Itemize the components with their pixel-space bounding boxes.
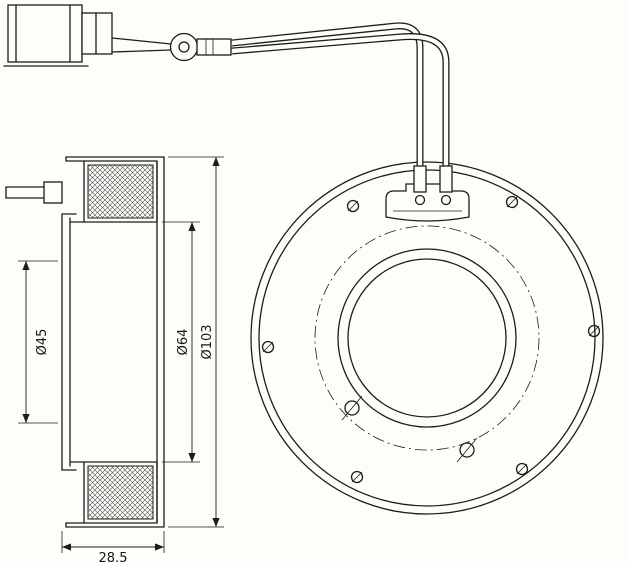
- inner-rim-circle: [258, 169, 596, 507]
- coil-winding-hatch-top: [87, 164, 154, 219]
- screw: [459, 442, 475, 458]
- connector-plug: [3, 4, 172, 67]
- lead-wires: [231, 22, 453, 206]
- wire-crimp-terminal: [439, 165, 453, 193]
- coil-winding-section-bottom: [83, 461, 158, 524]
- wire-crimp-terminal: [413, 165, 427, 193]
- ring-terminal-eyelet: [169, 32, 199, 62]
- rivets: [261, 195, 601, 484]
- rivet: [505, 195, 519, 209]
- hub-bore-circle: [347, 258, 507, 418]
- outer-rim-circle: [250, 161, 604, 515]
- rivet: [350, 470, 364, 484]
- side-section-view: [5, 156, 165, 528]
- screws: [341, 395, 478, 463]
- coil-winding-hatch-bottom: [87, 465, 154, 520]
- dim-label-middle-diameter: Ø64: [176, 329, 191, 356]
- terminal-bracket: [385, 183, 470, 222]
- terminal-eyelet: [440, 194, 452, 206]
- hub-outer-circle: [337, 248, 517, 428]
- lead-wire: [231, 33, 450, 172]
- dim-label-inner-diameter: Ø45: [35, 329, 50, 356]
- lead-exit-pin: [5, 181, 63, 204]
- dim-label-outer-diameter: Ø103: [200, 324, 215, 359]
- rivet: [587, 324, 601, 338]
- terminal-eyelet: [414, 194, 426, 206]
- rivet: [515, 462, 529, 476]
- ring-terminal: [169, 32, 232, 62]
- rivet: [261, 340, 275, 354]
- coil-winding-section-top: [83, 160, 158, 223]
- pitch-centerline-circle: [314, 225, 540, 451]
- front-view: [250, 161, 604, 515]
- dimensions: Ø103 Ø64 Ø45 28.5: [18, 156, 224, 566]
- dim-label-depth: 28.5: [99, 551, 128, 566]
- rivet: [346, 199, 360, 213]
- screw: [344, 400, 360, 416]
- ring-terminal-barrel: [196, 38, 232, 56]
